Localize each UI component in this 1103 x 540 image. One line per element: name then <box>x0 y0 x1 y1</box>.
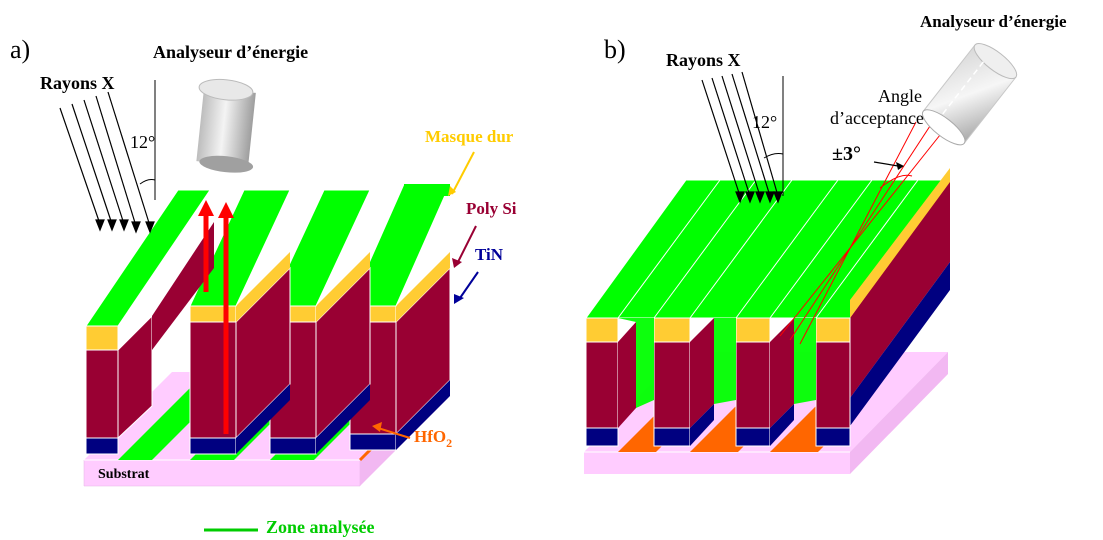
xray-beams-b <box>701 71 783 204</box>
gate-stack-a-2 <box>189 189 291 455</box>
gate-stack-b-3 <box>735 317 794 447</box>
hard-mask-pointer <box>451 151 475 195</box>
substrate-label: Substrat <box>98 467 150 482</box>
gate-stack-a-1 <box>85 189 214 455</box>
trench-top-lines-b <box>617 179 919 319</box>
acceptance-cone-b <box>779 121 945 345</box>
green-top-block-b <box>585 168 951 426</box>
gate-stack-b-2 <box>653 317 714 447</box>
energy-analyzer-a <box>196 78 256 173</box>
panel-b: b) <box>584 12 1067 474</box>
hfo2-pointer <box>377 427 411 439</box>
hfo2-label: HfO2 <box>414 427 452 450</box>
acceptance-label-2: d’acceptance <box>830 108 924 128</box>
panel-b-label: b) <box>604 35 626 64</box>
panel-a: a) <box>10 35 517 487</box>
green-trench-walls-b <box>618 318 816 408</box>
legend: Zone analysée <box>204 517 375 537</box>
legend-label: Zone analysée <box>266 517 375 537</box>
svg-text:HfO2: HfO2 <box>414 427 452 450</box>
energy-analyzer-b <box>921 43 1018 146</box>
acceptance-value: ±3° <box>832 143 861 165</box>
gate-stack-a-3 <box>269 189 371 455</box>
angle-label-a: 12° <box>130 132 155 152</box>
angle-arc-a <box>139 179 156 185</box>
analyzer-label-a: Analyseur d’énergie <box>153 42 308 62</box>
xray-beams-a <box>59 91 155 234</box>
xray-label-b: Rayons X <box>666 50 741 70</box>
panel-a-label: a) <box>10 35 30 64</box>
acceptance-label-1: Angle <box>878 86 922 106</box>
gate-stack-b-4 <box>815 317 851 447</box>
angle-label-b: 12° <box>752 112 777 132</box>
acceptance-arrow-b <box>896 162 904 170</box>
poly-si-pointer <box>457 225 477 263</box>
tin-label: TiN <box>475 245 504 264</box>
analyzer-label-b: Analyseur d’énergie <box>920 12 1067 31</box>
angle-arc-b <box>763 153 784 159</box>
gate-stack-b-1 <box>585 317 636 447</box>
xray-label-a: Rayons X <box>40 73 115 93</box>
tin-pointer <box>459 271 479 299</box>
emission-arrows-a <box>198 200 234 434</box>
hard-mask-label: Masque dur <box>425 127 514 146</box>
poly-si-label: Poly Si <box>466 199 517 218</box>
